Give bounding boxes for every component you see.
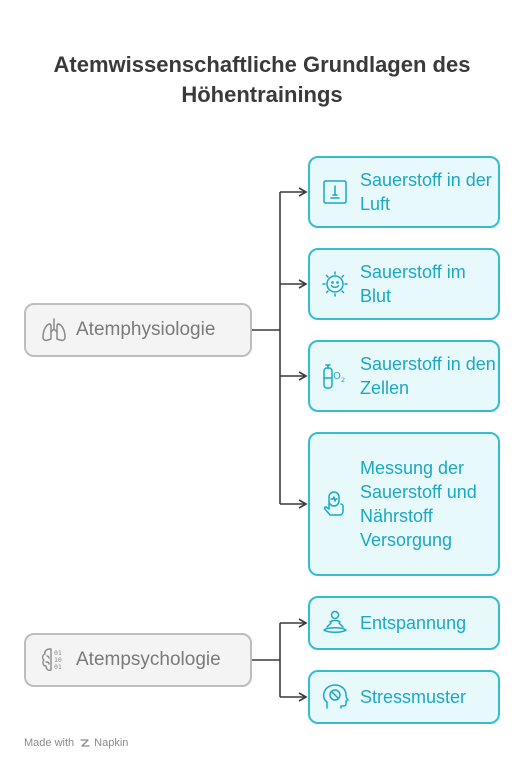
node-label: Atempsychologie [76,649,221,670]
diagram-title: Atemwissenschaftliche Grundlagen des Höh… [53,52,471,107]
node-messung-versorgung: Messung der Sauerstoff und Nährstoff Ver… [308,432,500,576]
lungs-icon [42,318,66,342]
node-label: Messung der Sauerstoff und Nährstoff Ver… [360,458,477,550]
svg-text:2: 2 [341,376,345,384]
svg-text:O: O [333,371,341,382]
node-label: Stressmuster [360,687,467,707]
footer-brand: Napkin [94,737,129,749]
svg-text:01: 01 [54,663,62,671]
napkin-logo-icon [80,739,90,747]
node-atempsychologie: 01 10 01 Atempsychologie [24,633,252,687]
node-sauerstoff-im-blut: Sauerstoff im Blut [308,248,500,320]
node-label: Sauerstoff im Blut [360,262,466,306]
svg-text:10: 10 [54,656,62,664]
meditation-icon [323,610,347,633]
node-label: Entspannung [360,613,467,633]
oxygen-tank-icon: O 2 [323,364,345,389]
brain-binary-icon: 01 10 01 [41,648,62,671]
node-label: Sauerstoff in der Luft [360,170,492,214]
svg-text:01: 01 [54,649,62,657]
stressed-head-icon [322,684,349,709]
node-entspannung: Entspannung [308,596,500,650]
node-label: Sauerstoff in den Zellen [360,354,496,398]
sun-face-icon [322,271,348,297]
node-stressmuster: Stressmuster [308,670,500,724]
finger-pulse-icon [323,491,344,516]
node-label: Atemphysiologie [76,319,216,340]
footer-attribution: Made with Napkin [24,737,128,749]
node-atemphysiologie: Atemphysiologie [24,303,252,357]
node-sauerstoff-in-den-zellen: O 2 Sauerstoff in den Zellen [308,340,500,412]
air-window-icon [323,180,347,204]
footer-made-with: Made with [24,737,75,749]
node-sauerstoff-in-der-luft: Sauerstoff in der Luft [308,156,500,228]
